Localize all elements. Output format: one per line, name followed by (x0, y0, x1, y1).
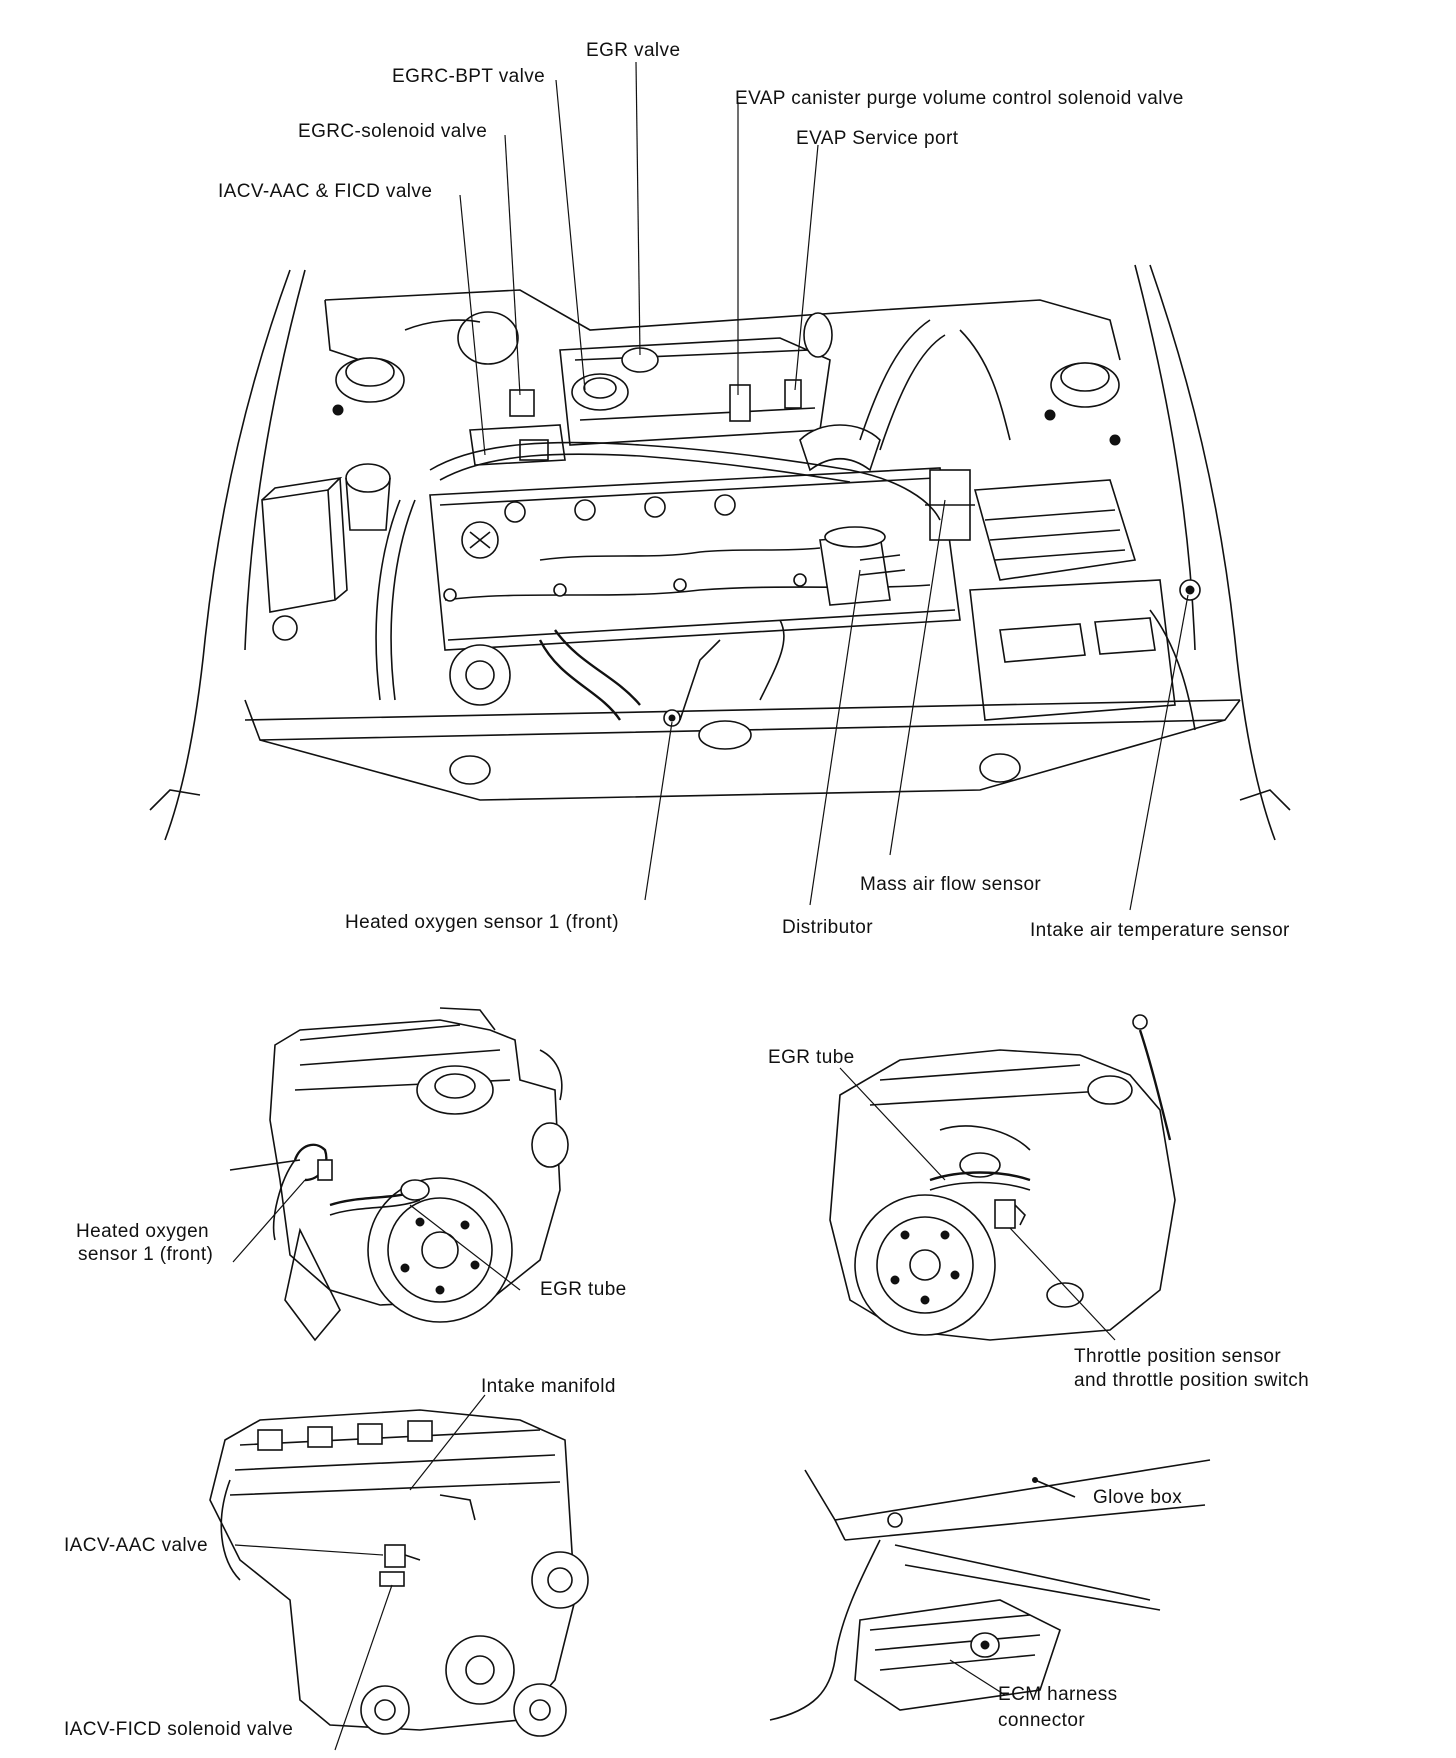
label-iacv-aac-ficd-valve: IACV-AAC & FICD valve (218, 181, 432, 202)
label-evap-canister-purge-valve: EVAP canister purge volume control solen… (735, 88, 1184, 109)
engine-detail-rear-left-labels: Intake manifold IACV-AAC valve IACV-FICD… (64, 1376, 616, 1740)
main-leader-lines (459, 61, 1189, 911)
engine-detail-front-left (229, 1007, 569, 1342)
label-egr-valve: EGR valve (586, 40, 680, 61)
engine-compartment-drawing (149, 264, 1291, 841)
label-intake-air-temperature-sensor: Intake air temperature sensor (1030, 920, 1290, 941)
label-egr-tube-left: EGR tube (540, 1279, 627, 1300)
engine-detail-front-right (829, 1014, 1176, 1341)
label-throttle-position-sensor-line1: Throttle position sensor (1074, 1346, 1281, 1367)
label-mass-air-flow-sensor: Mass air flow sensor (860, 874, 1041, 895)
label-glove-box: Glove box (1093, 1487, 1182, 1508)
label-heated-oxygen-sensor-line2: sensor 1 (front) (78, 1244, 213, 1265)
engine-detail-front-right-labels: EGR tube Throttle position sensor and th… (768, 1047, 1309, 1391)
label-egrc-solenoid-valve: EGRC-solenoid valve (298, 121, 487, 142)
main-labels: EGR valve EGRC-BPT valve EVAP canister p… (218, 40, 1290, 941)
label-iacv-aac-valve: IACV-AAC valve (64, 1535, 208, 1556)
label-evap-service-port: EVAP Service port (796, 128, 959, 149)
label-egrc-bpt-valve: EGRC-BPT valve (392, 66, 545, 87)
engine-detail-rear-left (209, 1394, 589, 1751)
label-heated-oxygen-sensor-front: Heated oxygen sensor 1 (front) (345, 912, 619, 933)
label-egr-tube-right: EGR tube (768, 1047, 855, 1068)
label-throttle-position-sensor-line2: and throttle position switch (1074, 1370, 1309, 1391)
label-intake-manifold: Intake manifold (481, 1376, 616, 1397)
label-ecm-harness-line1: ECM harness (998, 1684, 1118, 1705)
engine-detail-front-left-labels: Heated oxygen sensor 1 (front) EGR tube (76, 1221, 627, 1300)
glove-box-detail (769, 1459, 1211, 1721)
label-distributor: Distributor (782, 917, 873, 938)
label-heated-oxygen-sensor-line1: Heated oxygen (76, 1221, 209, 1242)
glove-box-detail-labels: Glove box ECM harness connector (998, 1487, 1182, 1731)
label-iacv-ficd-solenoid-valve: IACV-FICD solenoid valve (64, 1719, 293, 1740)
label-ecm-harness-line2: connector (998, 1710, 1085, 1731)
